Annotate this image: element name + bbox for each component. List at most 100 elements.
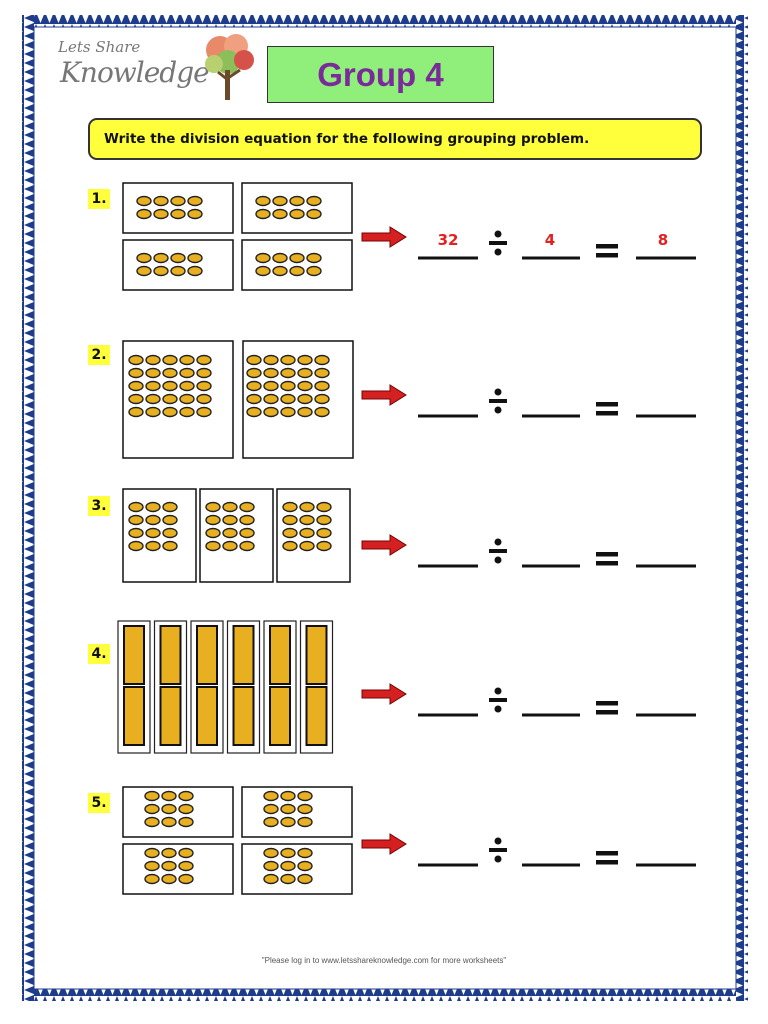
equals-sign-icon (596, 552, 618, 557)
yellow-bar (269, 625, 291, 685)
group-title: Group 4 (317, 55, 444, 93)
arrow-icon (361, 226, 407, 248)
counter (263, 354, 279, 366)
division-sign-icon (489, 399, 507, 403)
counter (196, 367, 212, 379)
q4-equation (361, 683, 696, 717)
counter (178, 816, 194, 828)
division-sign-icon (489, 241, 507, 245)
counter (128, 406, 144, 418)
counter (297, 873, 313, 885)
equals-sign-icon (596, 411, 618, 416)
counter (282, 501, 298, 513)
q1-grouping-figure (122, 182, 353, 291)
counter (161, 873, 177, 885)
yellow-bar (305, 625, 328, 685)
counter (280, 393, 296, 405)
counter (161, 790, 177, 802)
counter (282, 527, 298, 539)
counter (162, 501, 178, 513)
equals-sign-icon (596, 851, 618, 856)
counter (239, 514, 255, 526)
counter (178, 803, 194, 815)
counter (316, 501, 332, 513)
counter (246, 354, 262, 366)
counter (178, 847, 194, 859)
counter (297, 367, 313, 379)
counter (297, 790, 313, 802)
counter (205, 501, 221, 513)
counter (306, 265, 322, 277)
counter (128, 540, 144, 552)
counter (153, 208, 169, 220)
division-sign-icon (489, 848, 507, 852)
q3-equation (361, 534, 696, 568)
yellow-bar (123, 686, 145, 746)
counter (145, 527, 161, 539)
counter (299, 540, 315, 552)
counter (145, 380, 161, 392)
counter (263, 873, 279, 885)
counter (297, 406, 313, 418)
yellow-bar (159, 686, 182, 746)
q4-grouping-figure (117, 620, 334, 754)
counter (314, 393, 330, 405)
counter (289, 252, 305, 264)
q5-equation (361, 833, 696, 867)
counter (297, 393, 313, 405)
counter (289, 195, 305, 207)
counter (255, 208, 271, 220)
counter (145, 406, 161, 418)
counter (289, 265, 305, 277)
counter (153, 195, 169, 207)
counter (222, 514, 238, 526)
counter (196, 380, 212, 392)
counter (170, 265, 186, 277)
question-number-2: 2. (88, 345, 110, 365)
counter (162, 540, 178, 552)
counter (179, 406, 195, 418)
counter (187, 252, 203, 264)
counter (280, 873, 296, 885)
counter (280, 367, 296, 379)
counter (144, 803, 160, 815)
counter (162, 514, 178, 526)
counter (299, 514, 315, 526)
counter (162, 367, 178, 379)
counter (282, 540, 298, 552)
counter (162, 354, 178, 366)
counter (128, 367, 144, 379)
counter (136, 265, 152, 277)
counter (280, 380, 296, 392)
counter (255, 252, 271, 264)
footer-note: "Please log in to www.letsshareknowledge… (261, 956, 507, 965)
counter (205, 527, 221, 539)
counter (306, 252, 322, 264)
counter (316, 540, 332, 552)
counter (280, 790, 296, 802)
counter (144, 860, 160, 872)
counter (145, 367, 161, 379)
q1-quotient-answer: 8 (658, 231, 668, 249)
counter (179, 367, 195, 379)
counter (314, 380, 330, 392)
yellow-bar (196, 686, 218, 746)
counter (161, 803, 177, 815)
counter (263, 816, 279, 828)
logo: Lets Share Knowledge (48, 32, 263, 104)
tree-icon (205, 34, 254, 100)
counter (263, 393, 279, 405)
counter (255, 195, 271, 207)
counter (170, 195, 186, 207)
counter (179, 354, 195, 366)
counter (196, 406, 212, 418)
counter (297, 354, 313, 366)
counter (205, 540, 221, 552)
arrow-icon (361, 534, 407, 556)
counter (136, 195, 152, 207)
counter (272, 265, 288, 277)
counter (272, 195, 288, 207)
division-sign-icon (489, 549, 507, 553)
counter (162, 380, 178, 392)
counter (178, 790, 194, 802)
